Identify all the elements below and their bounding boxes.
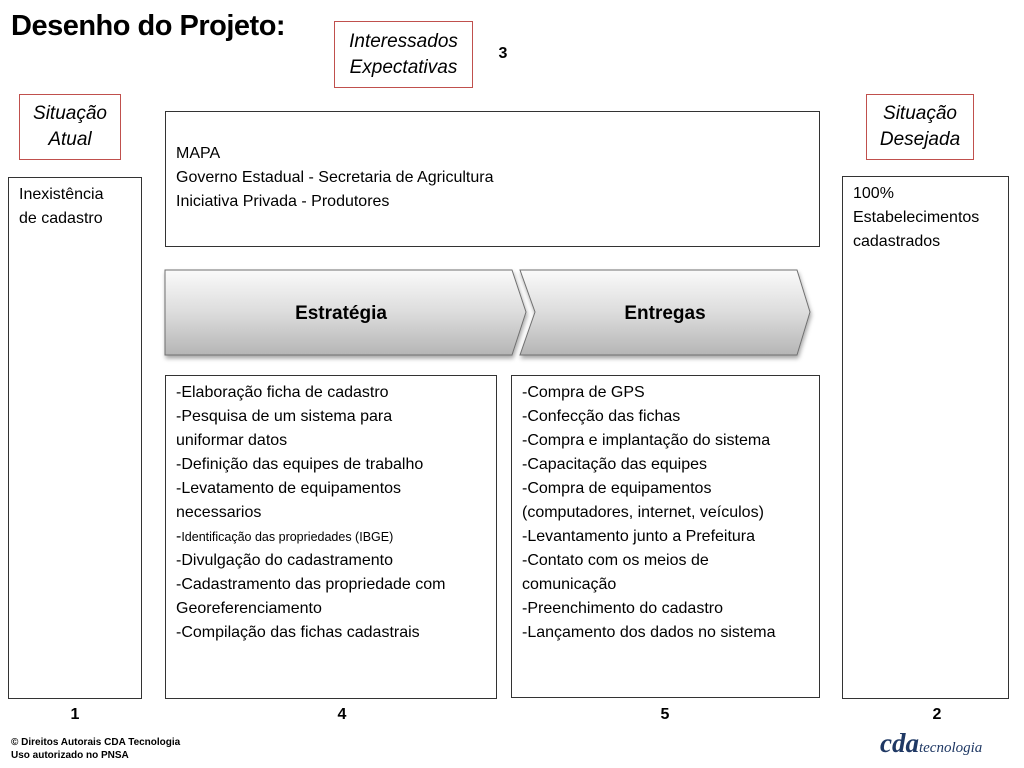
tag-situacao-desejada: Situação Desejada: [866, 94, 974, 160]
step-number-4: 4: [337, 706, 347, 723]
copyright-line: © Direitos Autorais CDA Tecnologia: [11, 737, 181, 748]
deliveries-box: -Compra de GPS -Confecção das fichas -Co…: [511, 375, 820, 698]
desired-situation-line: Estabelecimentos: [853, 209, 980, 226]
strategy-item-dash: -: [176, 528, 182, 545]
strategy-item: -Definição das equipes de trabalho: [176, 456, 424, 473]
tag-line: Atual: [48, 129, 92, 150]
deliveries-arrow-label: Entregas: [624, 303, 706, 324]
delivery-item: (computadores, internet, veículos): [522, 504, 764, 521]
strategy-item: -Compilação das fichas cadastrais: [176, 624, 420, 641]
stakeholders-box: MAPA Governo Estadual - Secretaria de Ag…: [165, 111, 820, 247]
strategy-item: uniformar datos: [176, 432, 288, 449]
strategy-arrow-label: Estratégia: [295, 303, 387, 324]
tag-situacao-atual: Situação Atual: [19, 94, 121, 160]
tag-line: Desejada: [879, 129, 961, 150]
desired-situation-line: cadastrados: [853, 233, 941, 250]
strategy-item: -Divulgação do cadastramento: [176, 552, 394, 569]
stakeholder-line: MAPA: [176, 145, 221, 162]
strategy-box: -Elaboração ficha de cadastro -Pesquisa …: [165, 375, 497, 699]
tag-line: Expectativas: [349, 56, 458, 78]
step-number-5: 5: [660, 706, 670, 723]
delivery-item: -Lançamento dos dados no sistema: [522, 624, 776, 641]
tag-line: Interessados: [349, 30, 458, 52]
process-arrows: [164, 269, 811, 356]
page-title: Desenho do Projeto:: [11, 10, 286, 42]
step-number-1: 1: [70, 706, 80, 723]
tag-interessados-expectativas: Interessados Expectativas: [334, 21, 473, 88]
stakeholder-line: Governo Estadual - Secretaria de Agricul…: [176, 169, 494, 186]
stakeholder-line: Iniciativa Privada - Produtores: [176, 193, 390, 210]
delivery-item: -Confecção das fichas: [522, 408, 681, 425]
strategy-item: -Elaboração ficha de cadastro: [176, 384, 389, 401]
delivery-item: -Levantamento junto a Prefeitura: [522, 528, 756, 545]
copyright-footer: © Direitos Autorais CDA Tecnologia Uso a…: [11, 736, 180, 762]
copyright-line: Uso autorizado no PNSA: [11, 750, 129, 761]
strategy-item: -Cadastramento das propriedade com: [176, 576, 446, 593]
deliveries-arrow-shape: [519, 269, 811, 356]
strategy-item: necessarios: [176, 504, 262, 521]
cda-logo: cdatecnologia: [880, 728, 982, 759]
strategy-arrow-shape: [164, 269, 527, 356]
strategy-item: -Levatamento de equipamentos: [176, 480, 402, 497]
logo-sub-text: tecnologia: [918, 740, 983, 756]
strategy-item: -Pesquisa de um sistema para: [176, 408, 393, 425]
delivery-item: comunicação: [522, 576, 617, 593]
delivery-item: -Compra de equipamentos: [522, 480, 712, 497]
step-number-3: 3: [498, 45, 508, 62]
current-situation-line: Inexistência: [19, 186, 104, 203]
tag-line: Situação: [33, 103, 107, 124]
strategy-item-small: Identificação das propriedades (IBGE): [181, 530, 394, 544]
desired-situation-box: 100% Estabelecimentos cadastrados: [842, 176, 1009, 699]
tag-line: Situação: [883, 103, 957, 124]
current-situation-line: de cadastro: [19, 210, 103, 227]
strategy-item-mixed: -Identificação das propriedades (IBGE): [176, 525, 486, 549]
delivery-item: -Contato com os meios de: [522, 552, 709, 569]
delivery-item: -Capacitação das equipes: [522, 456, 708, 473]
delivery-item: -Compra e implantação do sistema: [522, 432, 771, 449]
delivery-item: -Preenchimento do cadastro: [522, 600, 723, 617]
strategy-item: Georeferenciamento: [176, 600, 322, 617]
desired-situation-line: 100%: [853, 185, 894, 202]
step-number-2: 2: [932, 706, 942, 723]
current-situation-box: Inexistência de cadastro: [8, 177, 142, 699]
logo-main-text: cda: [880, 728, 919, 758]
delivery-item: -Compra de GPS: [522, 384, 645, 401]
